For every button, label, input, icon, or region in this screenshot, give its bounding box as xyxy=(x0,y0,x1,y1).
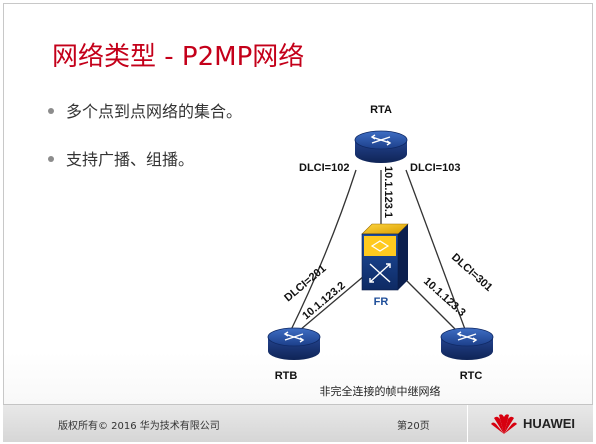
dlci-label: DLCI=103 xyxy=(410,162,460,174)
router-rtb xyxy=(267,327,321,360)
copyright-text: 版权所有© 2016 华为技术有限公司 xyxy=(58,421,220,432)
bullet-text: 多个点到点网络的集合。 xyxy=(66,102,243,121)
ip-address-label: 10.1.123.1 xyxy=(382,166,394,218)
dlci-label: DLCI=301 xyxy=(449,251,495,294)
bullet-dot-icon xyxy=(48,107,54,114)
router-arrows-icon xyxy=(456,331,478,343)
router-arrows-icon xyxy=(283,331,305,343)
link-fr-rtc xyxy=(401,275,457,331)
diagram-caption: 非完全连接的帧中继网络 xyxy=(320,384,441,398)
router-arrows-icon xyxy=(370,134,392,146)
router-label-rtb: RTB xyxy=(275,370,298,382)
switch-diamond-icon xyxy=(370,240,390,252)
bullet-item: 支持广播、组播。 xyxy=(48,146,194,170)
frame-relay-switch xyxy=(361,223,409,291)
switch-label: FR xyxy=(374,296,389,308)
router-rtc xyxy=(440,327,494,360)
router-label-rtc: RTC xyxy=(460,370,483,382)
link-fr-rtb xyxy=(299,275,365,331)
bullet-item: 多个点到点网络的集合。 xyxy=(48,98,242,122)
bullet-dot-icon xyxy=(48,155,54,162)
brand-name: HUAWEI xyxy=(523,416,575,431)
slide-title: 网络类型 - P2MP网络 xyxy=(52,42,305,72)
footer: 版权所有© 2016 华为技术有限公司 第20页 HUAWEI xyxy=(3,404,593,442)
switch-cross-icon xyxy=(369,263,391,283)
link-rta-rtc xyxy=(405,169,467,333)
link-rta-rtb xyxy=(289,169,357,333)
router-label-rta: RTA xyxy=(370,104,392,116)
dlci-label: DLCI=102 xyxy=(299,162,349,174)
bullet-text: 支持广播、组播。 xyxy=(66,150,195,169)
slide-frame xyxy=(3,3,593,441)
huawei-logo-icon xyxy=(491,414,517,434)
page-number: 第20页 xyxy=(397,421,430,432)
footer-divider xyxy=(467,405,468,442)
router-rta xyxy=(354,130,408,163)
ip-address-label: 10.1.123.3 xyxy=(421,275,468,319)
